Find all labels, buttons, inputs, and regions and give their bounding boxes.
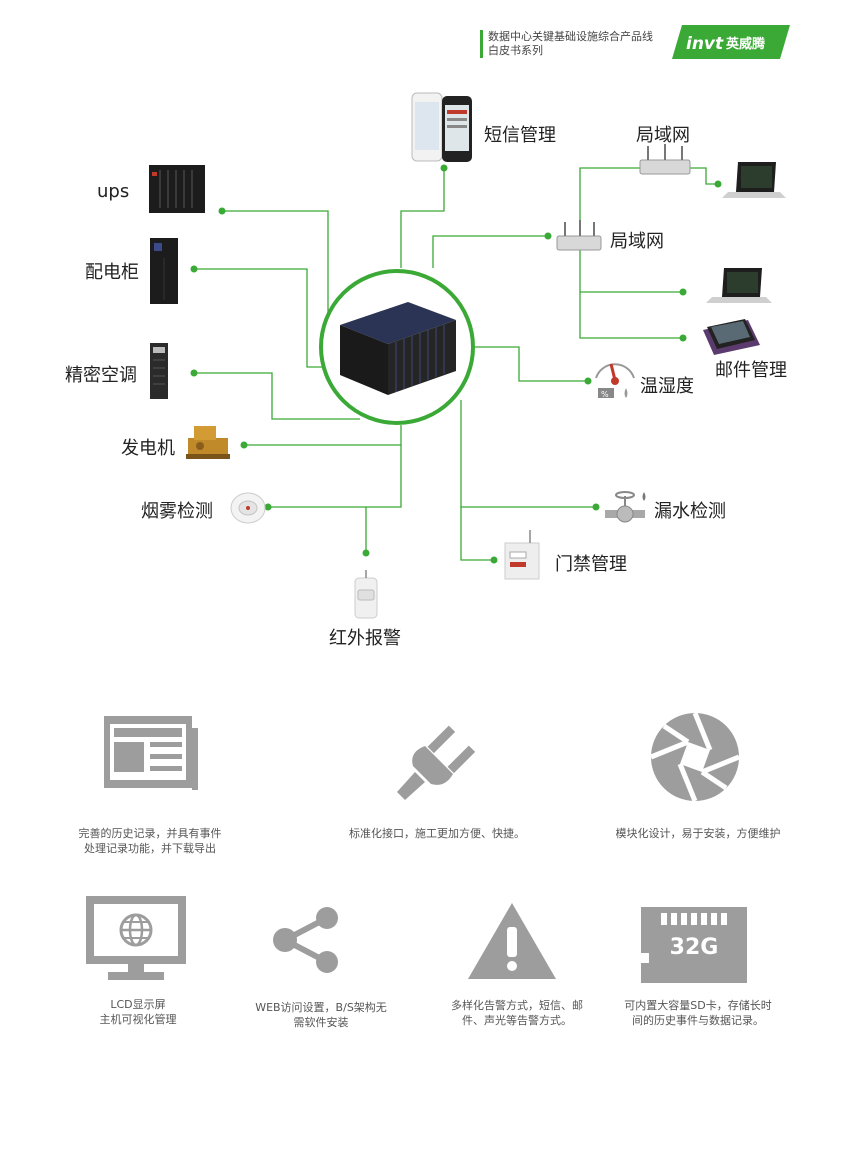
thermometer-gauge-icon: % — [595, 363, 635, 399]
distribution-cabinet-icon — [150, 238, 178, 304]
feature-text-line: 标准化接口，施工更加方便、快捷。 — [349, 827, 525, 840]
feature-text-line: 模块化设计，易于安装，方便维护 — [615, 827, 781, 840]
header-title: 数据中心关键基础设施综合产品线 白皮书系列 — [488, 30, 653, 58]
feature-text-line: 主机可视化管理 — [99, 1013, 177, 1026]
access-control-icon — [504, 530, 540, 580]
label-ac: 精密空调 — [65, 365, 137, 386]
water-valve-icon — [605, 491, 646, 523]
feature-text-line: 处理记录功能，并下载导出 — [84, 842, 216, 855]
feature-text-sd: 可内置大容量SD卡，存储长时 间的历史事件与数据记录。 — [608, 998, 788, 1028]
feature-text-line: 可内置大容量SD卡，存储长时 — [624, 999, 772, 1012]
label-temp-humidity: 温湿度 — [640, 376, 694, 397]
label-ups: ups — [97, 181, 130, 202]
header-accent-bar — [480, 30, 483, 58]
monitor-globe-icon — [86, 896, 186, 980]
label-water-leak: 漏水检测 — [654, 501, 726, 522]
feature-text-history: 完善的历史记录，并具有事件 处理记录功能，并下载导出 — [60, 826, 240, 856]
router-icon — [639, 144, 691, 175]
warning-icon — [468, 903, 556, 979]
invt-logo: invt 英威腾 — [672, 25, 790, 59]
label-access: 门禁管理 — [555, 554, 627, 575]
smoke-detector-icon — [230, 492, 266, 524]
label-lan-top: 局域网 — [636, 125, 690, 146]
sd-card-icon: 32G — [641, 907, 747, 983]
data-center-hub — [319, 269, 475, 425]
network-diagram: % — [149, 92, 786, 619]
svg-text:invt: invt — [686, 34, 724, 54]
label-infrared: 红外报警 — [329, 628, 401, 649]
connection-dots — [190, 164, 722, 564]
label-email: 邮件管理 — [715, 360, 787, 381]
label-generator: 发电机 — [121, 438, 175, 459]
svg-text:英威腾: 英威腾 — [725, 36, 766, 52]
feature-text-line: 间的历史事件与数据记录。 — [632, 1014, 764, 1027]
feature-text-modular: 模块化设计，易于安装，方便维护 — [598, 826, 798, 841]
feature-text-line: 完善的历史记录，并具有事件 — [78, 827, 222, 840]
label-sms: 短信管理 — [484, 125, 556, 146]
feature-text-line: 多样化告警方式，短信、邮 — [451, 999, 583, 1012]
feature-text-line: LCD显示屏 — [110, 998, 166, 1011]
sd-capacity-label: 32G — [670, 935, 719, 960]
label-pdu: 配电柜 — [85, 262, 139, 283]
infrared-sensor-icon — [354, 570, 378, 619]
generator-icon — [186, 426, 230, 459]
label-lan-mid: 局域网 — [610, 231, 664, 252]
feature-text-line: 需软件安装 — [293, 1016, 349, 1029]
newspaper-icon — [104, 716, 198, 790]
label-smoke: 烟雾检测 — [141, 501, 213, 522]
plug-icon — [397, 725, 476, 800]
ups-cabinet-icon — [149, 165, 205, 213]
share-icon — [273, 907, 338, 973]
feature-text-interface: 标准化接口，施工更加方便、快捷。 — [322, 826, 552, 841]
aperture-icon — [650, 712, 740, 802]
laptop-icon — [706, 268, 772, 303]
smartphone-icon — [411, 92, 472, 162]
laptop-icon — [722, 162, 786, 198]
feature-text-lcd: LCD显示屏 主机可视化管理 — [78, 997, 198, 1027]
tablet-icon — [703, 319, 760, 355]
feature-text-alarm: 多样化告警方式，短信、邮 件、声光等告警方式。 — [432, 998, 602, 1028]
precision-ac-icon — [150, 343, 168, 399]
svg-text:%: % — [601, 390, 609, 399]
feature-text-web: WEB访问设置，B/S架构无 需软件安装 — [236, 1000, 406, 1030]
header-line-2: 白皮书系列 — [488, 44, 543, 57]
feature-text-line: WEB访问设置，B/S架构无 — [255, 1001, 387, 1014]
feature-text-line: 件、声光等告警方式。 — [462, 1014, 572, 1027]
connection-lines — [194, 167, 718, 561]
header-line-1: 数据中心关键基础设施综合产品线 — [488, 30, 653, 43]
router-icon — [556, 220, 602, 251]
